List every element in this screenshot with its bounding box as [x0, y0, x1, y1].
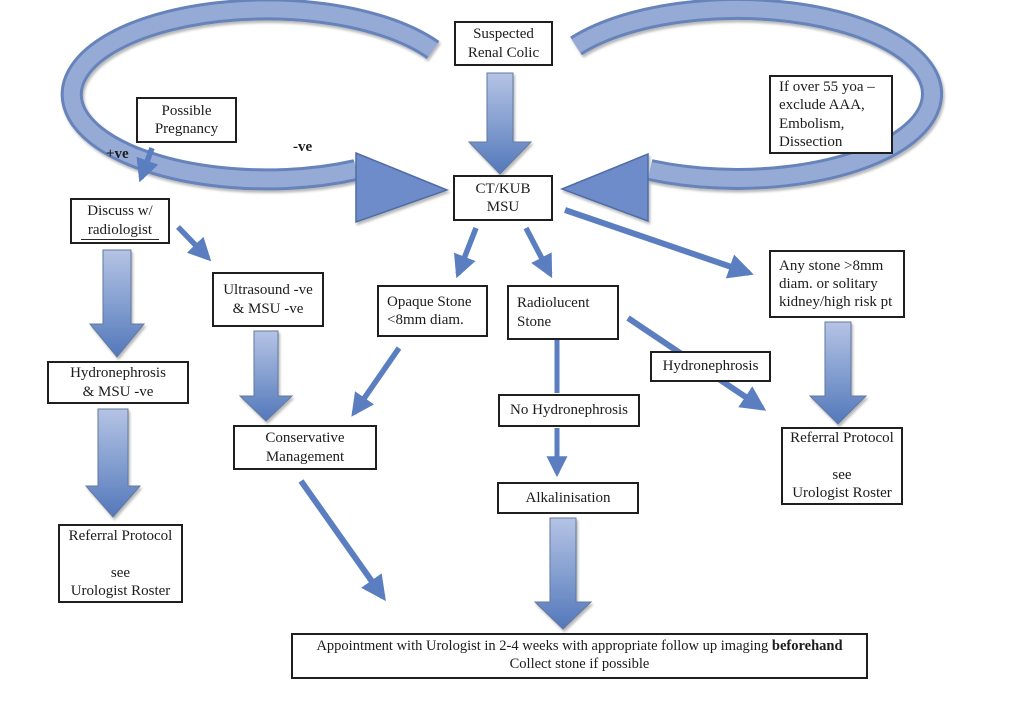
node-alkalinisation: Alkalinisation — [497, 482, 639, 514]
node-appointment-urologist: Appointment with Urologist in 2-4 weeks … — [291, 633, 868, 679]
edge-label-positive: +ve — [106, 146, 129, 162]
arrow-hydronephrosis-to-referral-left — [84, 408, 142, 518]
node-hydronephrosis-msu-negative: Hydronephrosis & MSU -ve — [47, 361, 189, 404]
negative-loop-arrowhead — [355, 151, 450, 224]
node-suspected-renal-colic: Suspected Renal Colic — [454, 21, 553, 66]
node-possible-pregnancy: Possible Pregnancy — [136, 97, 237, 143]
node-any-stone-8mm: Any stone >8mm diam. or solitary kidney/… — [769, 250, 905, 318]
arrow-conservative-to-appointment — [298, 479, 386, 602]
arrow-pregnancy-positive-to-discuss — [136, 147, 159, 183]
arrow-discuss-to-hydronephrosis — [88, 249, 146, 358]
node-opaque-stone: Opaque Stone <8mm diam. — [377, 285, 488, 337]
discuss-line2-underlined: radiologist — [80, 221, 160, 240]
arrow-anystone-to-referral-right — [808, 321, 868, 425]
appointment-line1: Appointment with Urologist in 2-4 weeks … — [316, 638, 843, 655]
node-referral-protocol-right: Referral Protocol see Urologist Roster — [781, 427, 903, 505]
arrow-suspected-to-ctkub — [467, 72, 533, 175]
over55-loop-arrowhead — [559, 152, 649, 223]
node-ct-kub-msu: CT/KUB MSU — [453, 175, 553, 221]
over55-loop-arc-right — [559, 0, 944, 223]
arrow-ctkub-to-anystone — [564, 207, 754, 279]
arrow-ultrasound-to-conservative — [238, 330, 294, 422]
negative-loop-arc-left — [60, 0, 450, 224]
node-conservative-management: Conservative Management — [233, 425, 377, 470]
node-radiolucent-stone: Radiolucent Stone — [507, 285, 619, 340]
arrow-ctkub-to-opaque — [453, 226, 479, 279]
node-hydronephrosis: Hydronephrosis — [650, 351, 771, 382]
arrow-opaque-to-conservative — [351, 346, 402, 417]
appointment-line2: Collect stone if possible — [509, 656, 650, 672]
node-over-55-warning: If over 55 yoa – exclude AAA, Embolism, … — [769, 75, 893, 154]
arrow-ctkub-to-radiolucent — [523, 226, 553, 279]
edge-label-negative: -ve — [293, 139, 313, 155]
node-no-hydronephrosis: No Hydronephrosis — [498, 394, 640, 427]
node-discuss-with-radiologist: Discuss w/ radiologist — [70, 198, 170, 244]
discuss-line1: Discuss w/ — [87, 203, 153, 220]
node-referral-protocol-left: Referral Protocol see Urologist Roster — [58, 524, 183, 603]
arrow-discuss-to-ultrasound — [176, 225, 212, 262]
node-ultrasound-msu-negative: Ultrasound -ve & MSU -ve — [212, 272, 324, 327]
appointment-beforehand-bold: beforehand — [771, 638, 843, 655]
arrow-alkalinisation-to-appointment — [533, 517, 593, 630]
